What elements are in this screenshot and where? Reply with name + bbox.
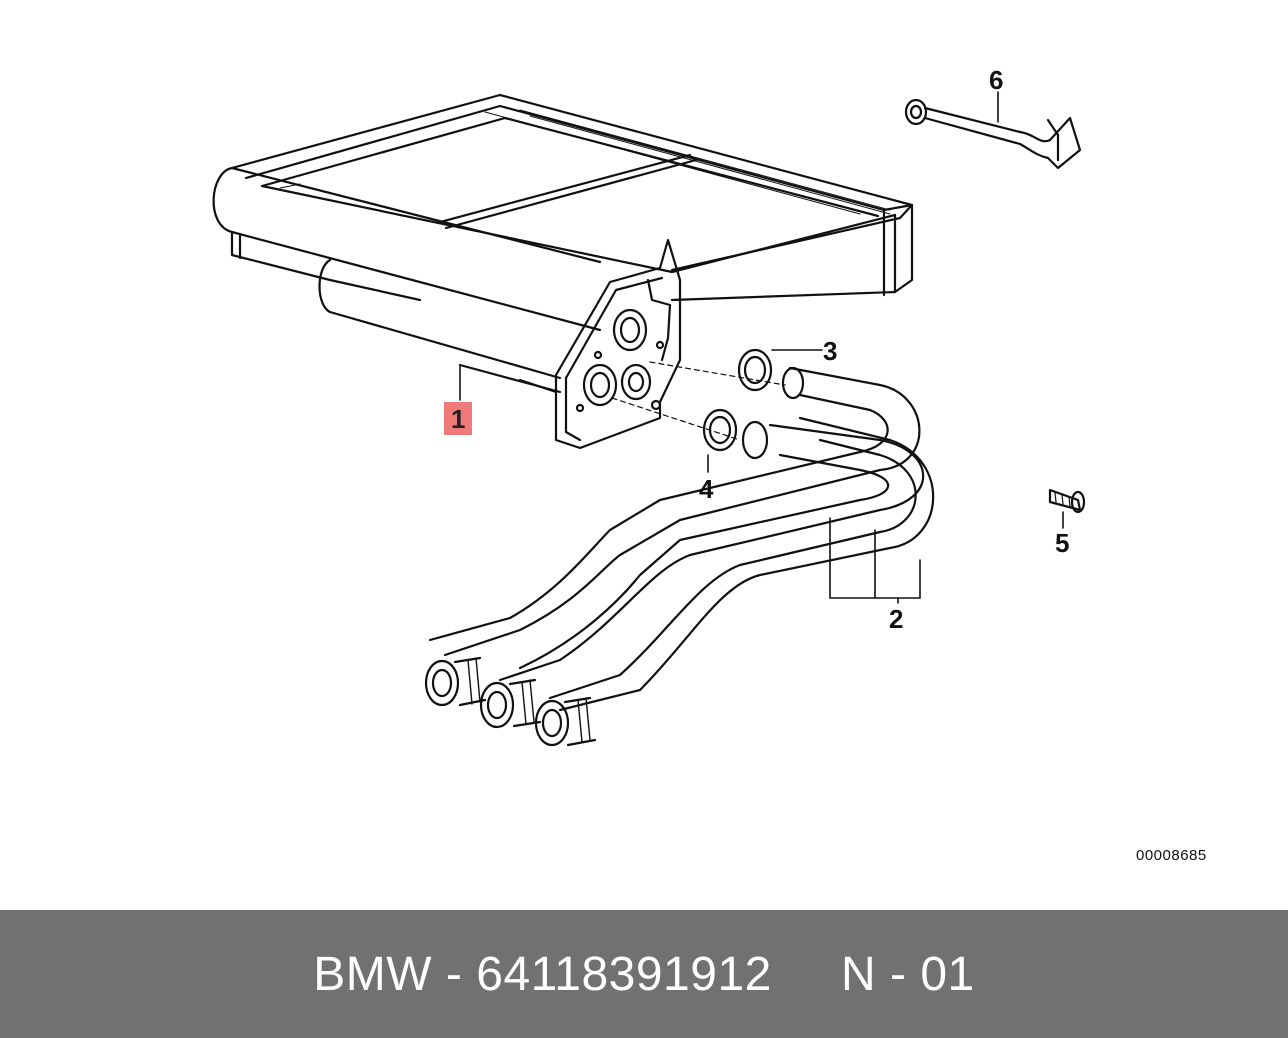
callout-1: 1 <box>444 402 473 435</box>
seal-rings <box>702 348 773 452</box>
footer-bar: BMW - 64118391912 N - 01 <box>0 910 1288 1038</box>
screw <box>1048 488 1086 514</box>
pipe-set <box>424 366 935 747</box>
diagram-reference-number: 00008685 <box>1136 847 1207 864</box>
assembly-centerlines <box>611 361 786 441</box>
leader-lines <box>459 91 1064 604</box>
callout-2: 2 <box>889 604 904 634</box>
heater-core <box>212 93 914 450</box>
part-number-label: BMW - 64118391912 N - 01 <box>313 947 975 1001</box>
callout-3: 3 <box>823 336 838 366</box>
callout-5: 5 <box>1055 528 1070 558</box>
callout-4: 4 <box>699 474 714 504</box>
exploded-parts-diagram <box>212 91 1086 747</box>
callout-6: 6 <box>989 65 1004 95</box>
temperature-sensor <box>904 98 1082 170</box>
